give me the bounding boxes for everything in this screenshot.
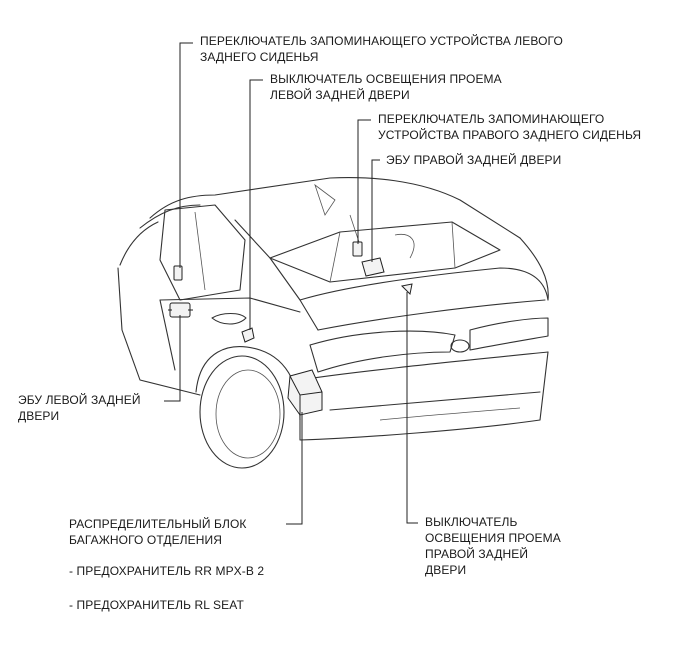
rl-door-ecu-part [168,302,193,318]
label-rr-door-ecu: ЭБУ ПРАВОЙ ЗАДНЕЙ ДВЕРИ [386,153,562,167]
label-rl-memory-switch: ПЕРЕКЛЮЧАТЕЛЬ ЗАПОМИНАЮЩЕГО УСТРОЙСТВА Л… [200,34,563,64]
label-rr-door-light-switch: ВЫКЛЮЧАТЕЛЬ ОСВЕЩЕНИЯ ПРОЕМА ПРАВОЙ ЗАДН… [425,515,561,577]
rl-memory-switch-part [173,265,183,281]
leader-lines [164,42,418,525]
rr-memory-switch-part [352,241,363,257]
label-fuse-rl-seat: - ПРЕДОХРАНИТЕЛЬ RL SEAT [69,598,244,612]
label-rl-door-light-switch: ВЫКЛЮЧАТЕЛЬ ОСВЕЩЕНИЯ ПРОЕМА ЛЕВОЙ ЗАДНЕ… [270,72,502,102]
rl-door-light-switch-part [241,327,255,343]
luggage-junction-block-part [287,369,323,416]
rr-door-light-switch-part [400,283,413,296]
label-rr-memory-switch: ПЕРЕКЛЮЧАТЕЛЬ ЗАПОМИНАЮЩЕГО УСТРОЙСТВА П… [378,112,642,142]
label-rl-door-ecu: ЭБУ ЛЕВОЙ ЗАДНЕЙ ДВЕРИ [18,393,141,423]
car-body [117,176,549,469]
label-fuse-rr-mpx: - ПРЕДОХРАНИТЕЛЬ RR MPX-B 2 [69,564,265,578]
rr-door-ecu-part [361,257,385,277]
label-luggage-junction-block: РАСПРЕДЕЛИТЕЛЬНЫЙ БЛОК БАГАЖНОГО ОТДЕЛЕН… [69,517,247,547]
